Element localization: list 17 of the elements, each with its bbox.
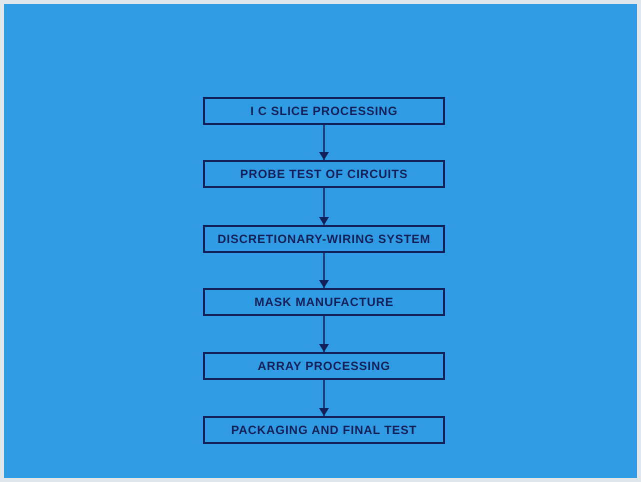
arrow [319,125,329,160]
process-box [203,416,445,444]
box-label: PROBE TEST OF CIRCUITS [240,167,408,181]
process-box [203,97,445,125]
arrow [319,316,329,352]
arrow [319,380,329,416]
process-box [203,160,445,188]
box-label: MASK MANUFACTURE [254,295,394,309]
box-label: ARRAY PROCESSING [258,359,390,373]
box-label: PACKAGING AND FINAL TEST [231,423,417,437]
arrow [319,188,329,225]
process-box [203,352,445,380]
process-box [203,288,445,316]
box-label: DISCRETIONARY-WIRING SYSTEM [217,232,431,246]
process-box [203,225,445,253]
box-label: I C SLICE PROCESSING [250,104,398,118]
arrow [319,253,329,288]
